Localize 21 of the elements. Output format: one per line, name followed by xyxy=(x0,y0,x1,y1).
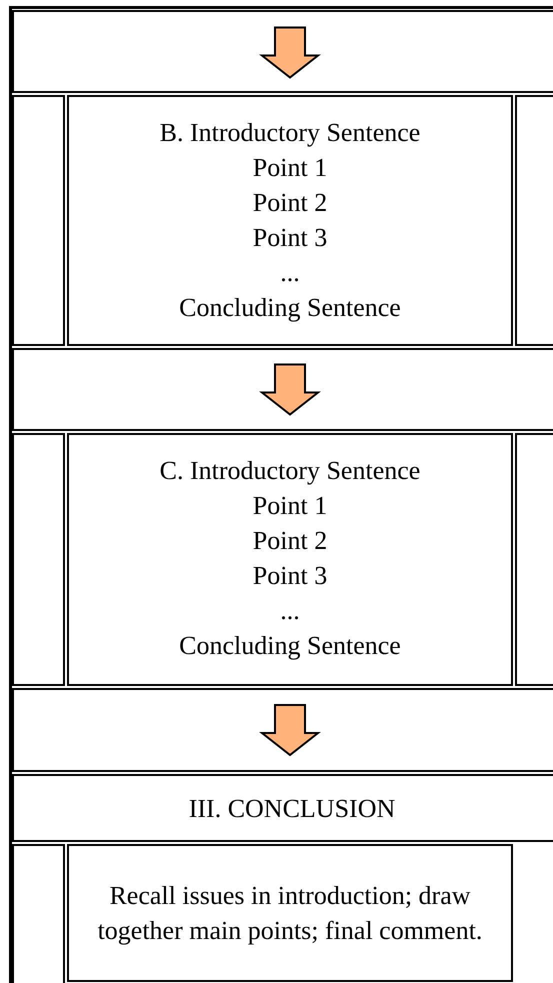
paragraph-box xyxy=(67,95,513,346)
body-text: Point 1 xyxy=(252,152,328,184)
body-text: Concluding Sentence xyxy=(179,630,401,662)
paragraph-box xyxy=(67,844,513,982)
body-text: ... xyxy=(280,595,300,627)
section-heading-box xyxy=(12,774,553,842)
block-arrow xyxy=(259,704,321,756)
body-text: III. CONCLUSION xyxy=(188,792,396,824)
block-arrow xyxy=(259,364,321,416)
block-arrow xyxy=(259,26,321,79)
body-text: Point 1 xyxy=(252,490,328,522)
body-text: Recall issues in introduction; draw together main points; final comment. xyxy=(96,880,484,947)
body-text: Concluding Sentence xyxy=(179,292,401,324)
body-text: Point 2 xyxy=(252,187,328,219)
body-text: Point 3 xyxy=(252,560,328,592)
heading-text: C. Introductory Sentence xyxy=(160,455,420,487)
body-text: Point 2 xyxy=(252,525,328,557)
heading-text: B. Introductory Sentence xyxy=(160,117,420,149)
paragraph-box xyxy=(67,433,513,686)
body-text: ... xyxy=(280,257,300,289)
body-text: Point 3 xyxy=(252,222,328,254)
